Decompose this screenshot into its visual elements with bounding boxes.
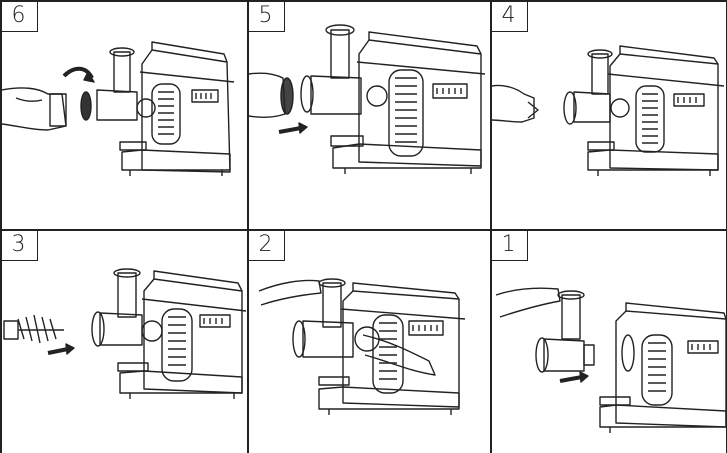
- step-panel-6: 6: [1, 1, 247, 229]
- step-number: 2: [248, 230, 285, 261]
- step-number: 5: [248, 1, 285, 32]
- grinder-illustration: [1, 40, 234, 176]
- step-panel-1: 1: [491, 230, 726, 453]
- grinder-illustration: [491, 44, 724, 176]
- grinder-illustration: [2, 267, 246, 399]
- step-panel-3: 3: [1, 230, 247, 453]
- step-number: 6: [1, 1, 38, 32]
- grinder-illustration: [248, 23, 485, 174]
- step-number: 4: [491, 1, 528, 32]
- frame-top: [0, 0, 727, 2]
- step-panel-5: 5: [248, 1, 491, 229]
- step-number: 3: [1, 230, 38, 261]
- grinder-illustration: [258, 277, 465, 415]
- frame-right: [725, 0, 727, 453]
- step-panel-2: 2: [248, 230, 491, 453]
- frame-col-1: [247, 0, 249, 453]
- frame-col-2: [490, 0, 492, 453]
- step-number: 1: [491, 230, 528, 261]
- step-panel-4: 4: [491, 1, 726, 229]
- frame-left: [0, 0, 2, 453]
- grinder-illustration: [495, 287, 726, 433]
- frame-mid-row: [0, 229, 727, 231]
